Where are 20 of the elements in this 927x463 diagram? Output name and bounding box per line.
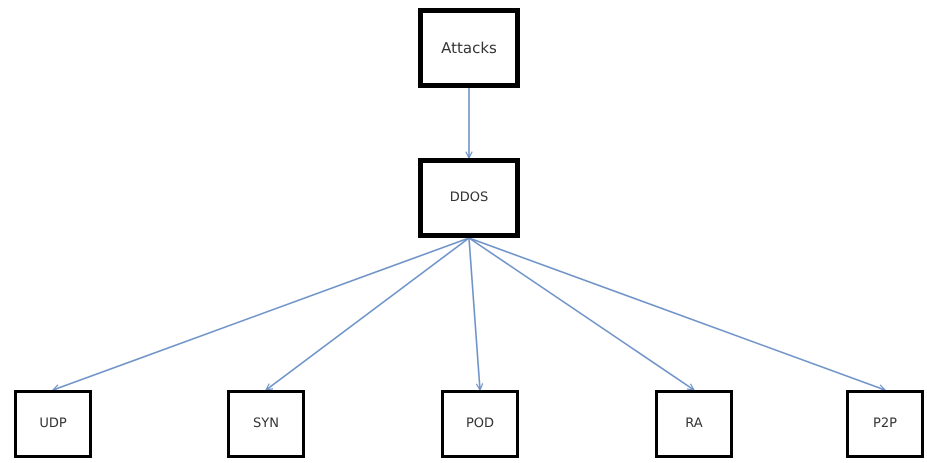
node-label: DDOS	[450, 188, 488, 207]
arrow	[465, 88, 473, 159]
node-label: UDP	[39, 414, 67, 433]
arrow	[468, 238, 484, 391]
category-box	[655, 390, 733, 458]
arrow	[468, 237, 886, 392]
category-box	[441, 390, 519, 458]
arrow	[265, 237, 470, 391]
node-label: Attacks	[441, 38, 497, 59]
category-box	[14, 390, 92, 458]
category-box	[227, 390, 305, 458]
category-box	[418, 158, 520, 238]
arrow	[52, 237, 470, 392]
category-box	[418, 8, 520, 88]
arrow	[468, 237, 695, 391]
node-label: SYN	[253, 414, 279, 433]
node-label: RA	[685, 414, 703, 433]
node-label: POD	[466, 414, 494, 433]
category-box	[846, 390, 924, 458]
node-label: P2P	[873, 414, 897, 433]
